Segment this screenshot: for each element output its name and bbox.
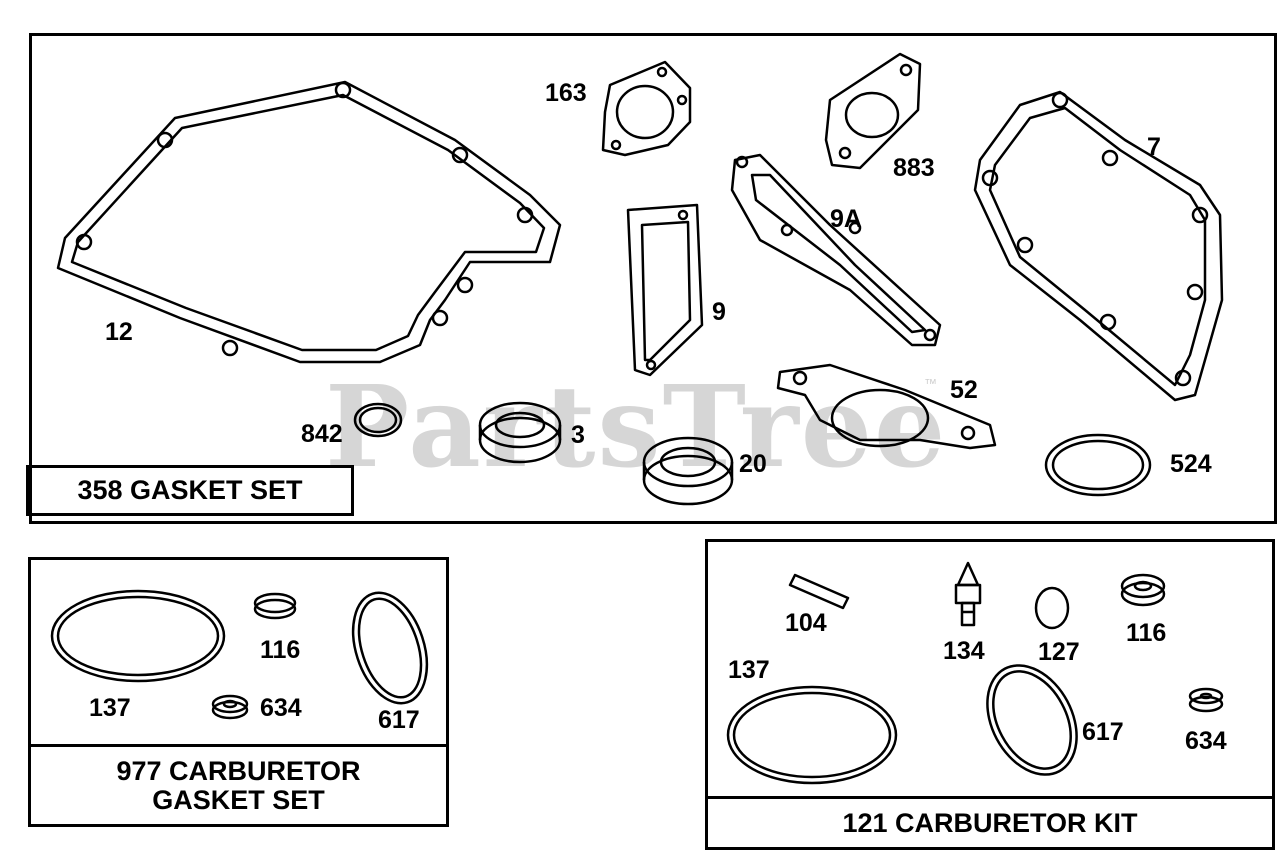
label-9A: 9A bbox=[830, 205, 862, 233]
part-9A-gasket bbox=[730, 153, 942, 347]
label-3: 3 bbox=[571, 421, 585, 449]
label-617-left: 617 bbox=[378, 706, 420, 734]
label-163: 163 bbox=[545, 79, 587, 107]
label-116-right: 116 bbox=[1126, 619, 1167, 647]
part-52-gasket bbox=[776, 363, 997, 450]
label-134: 134 bbox=[943, 637, 985, 665]
part-20-seal bbox=[642, 436, 734, 506]
part-617-ring-right bbox=[986, 664, 1078, 776]
label-634-right: 634 bbox=[1185, 727, 1227, 755]
part-104-pin bbox=[788, 573, 850, 610]
label-137-right: 137 bbox=[728, 656, 770, 684]
label-634-left: 634 bbox=[260, 694, 302, 722]
label-9: 9 bbox=[712, 298, 726, 326]
label-20: 20 bbox=[739, 450, 767, 478]
label-52: 52 bbox=[950, 376, 978, 404]
part-9-gasket bbox=[626, 203, 704, 377]
carb-kit-caption: 121 CARBURETOR KIT bbox=[705, 796, 1275, 850]
part-3-seal bbox=[478, 401, 562, 464]
part-134-needle bbox=[954, 561, 982, 627]
carb-gasket-set-caption-line2: GASKET SET bbox=[152, 784, 325, 815]
label-12: 12 bbox=[105, 318, 133, 346]
part-127-disc bbox=[1034, 586, 1070, 630]
label-883: 883 bbox=[893, 154, 935, 182]
label-524: 524 bbox=[1170, 450, 1212, 478]
part-163-gasket bbox=[601, 60, 692, 157]
part-137-ring-left bbox=[50, 589, 226, 683]
label-617-right: 617 bbox=[1082, 718, 1124, 746]
label-116-left: 116 bbox=[260, 636, 301, 664]
carb-gasket-set-caption: 977 CARBURETOR GASKET SET bbox=[28, 744, 449, 827]
part-842-ring bbox=[353, 402, 403, 438]
label-104: 104 bbox=[785, 609, 827, 637]
part-524-ring bbox=[1044, 433, 1152, 497]
label-842: 842 bbox=[301, 420, 343, 448]
label-7: 7 bbox=[1147, 133, 1161, 161]
label-137-left: 137 bbox=[89, 694, 131, 722]
part-116-washer-right bbox=[1120, 573, 1166, 607]
part-137-ring-right bbox=[726, 685, 898, 785]
part-12-gasket bbox=[56, 80, 562, 364]
watermark-trademark: ™ bbox=[924, 376, 937, 391]
part-634-washer-right bbox=[1188, 687, 1224, 713]
label-127: 127 bbox=[1038, 638, 1080, 666]
part-617-ring-left bbox=[351, 591, 429, 705]
carb-gasket-set-caption-line1: 977 CARBURETOR bbox=[116, 756, 361, 787]
part-634-washer-left bbox=[211, 694, 249, 720]
gasket-set-panel bbox=[29, 33, 1277, 524]
watermark: PartsTree bbox=[325, 362, 948, 493]
part-7-head-gasket bbox=[973, 90, 1224, 402]
part-116-washer-left bbox=[253, 592, 297, 620]
part-883-gasket bbox=[824, 52, 922, 170]
gasket-set-caption: 358 GASKET SET bbox=[26, 465, 354, 516]
